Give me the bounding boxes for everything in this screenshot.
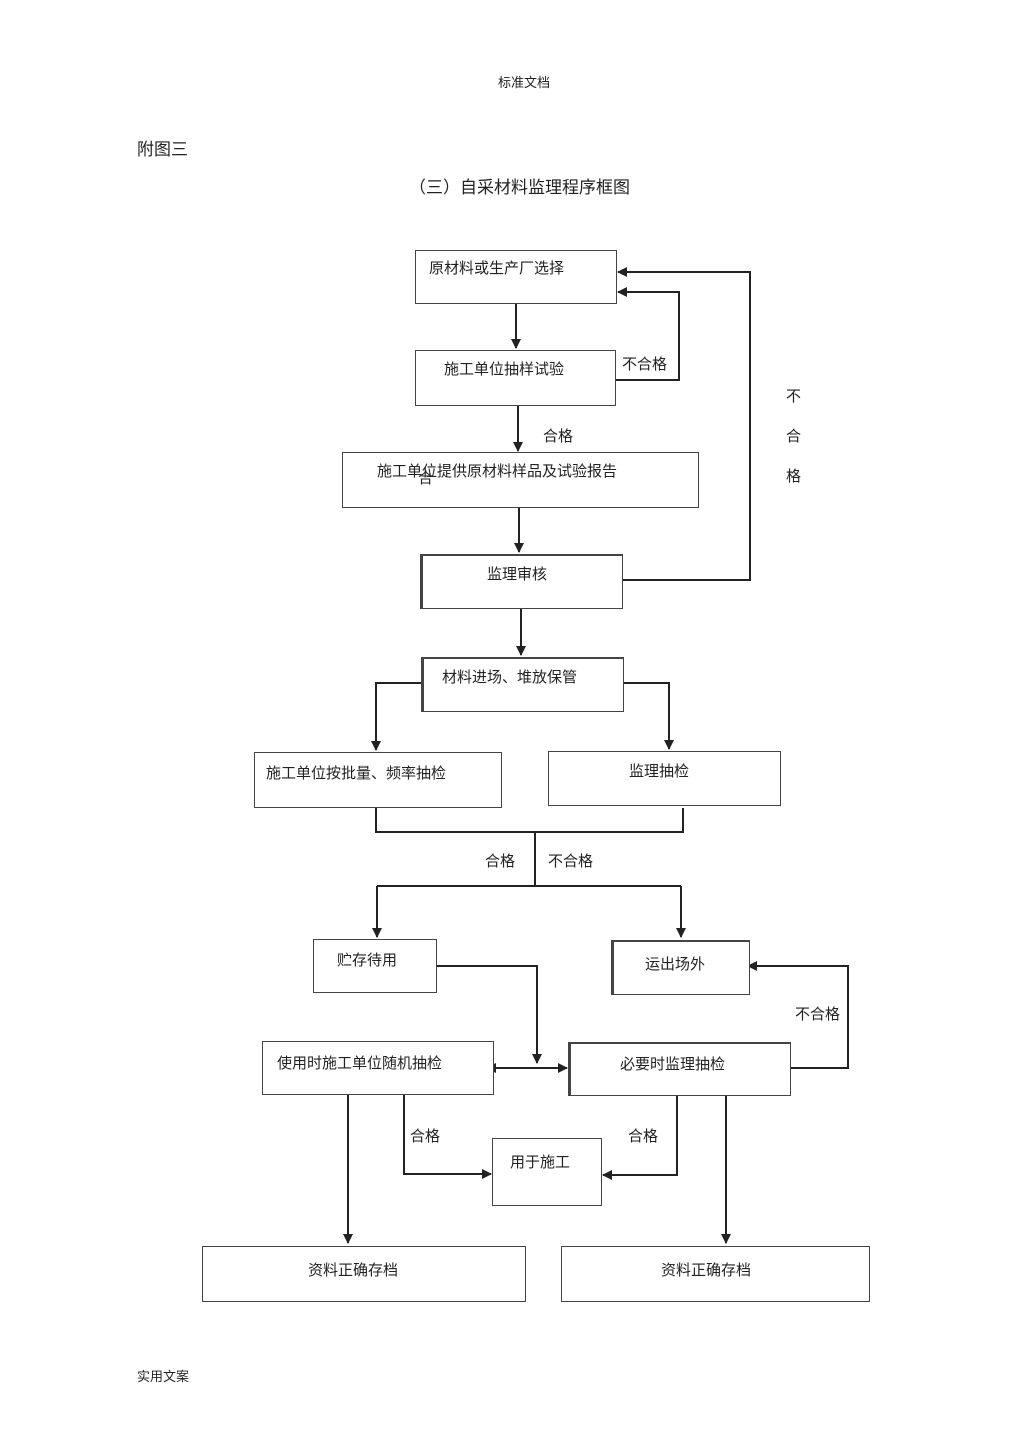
merge-bracket bbox=[375, 808, 684, 833]
box-provide-samples-overlap: 合 bbox=[418, 469, 434, 487]
box-random-check-in-use: 使用时施工单位随机抽检 bbox=[262, 1041, 494, 1095]
label-qualified-right: 合格 bbox=[628, 1127, 659, 1145]
page-footer: 实用文案 bbox=[137, 1370, 190, 1385]
box-provide-samples: 施工单位提供原材料样品及试验报告 合 bbox=[342, 452, 699, 508]
box-remove-offsite-label: 运出场外 bbox=[645, 955, 706, 973]
box-entry-storage: 材料进场、堆放保管 bbox=[421, 657, 624, 712]
label-unqualified-review-2: 合 bbox=[786, 427, 802, 445]
box-supervision-spot-check-label: 监理抽检 bbox=[629, 762, 690, 780]
box-select-label: 原材料或生产厂选择 bbox=[429, 259, 565, 277]
box-supervision-review: 监理审核 bbox=[420, 554, 623, 609]
figure-label: 附图三 bbox=[137, 140, 188, 160]
box-select: 原材料或生产厂选择 bbox=[415, 250, 617, 304]
arrow-entry-to-batch bbox=[371, 682, 424, 751]
box-remove-offsite: 运出场外 bbox=[611, 940, 750, 995]
loop-test-unqualified bbox=[616, 287, 680, 381]
box-necessary-supervision-check-label: 必要时监理抽检 bbox=[620, 1055, 726, 1073]
arrow-necessary-to-use bbox=[602, 1095, 678, 1180]
label-unqualified-review-3: 格 bbox=[786, 467, 802, 485]
loop-review-unqualified bbox=[617, 267, 751, 581]
box-store-for-use-label: 贮存待用 bbox=[337, 951, 398, 969]
box-supervision-review-label: 监理审核 bbox=[487, 565, 548, 583]
label-qualified-left: 合格 bbox=[410, 1127, 441, 1145]
label-unqualified-test: 不合格 bbox=[622, 355, 668, 373]
box-provide-samples-label: 施工单位提供原材料样品及试验报告 bbox=[377, 462, 618, 480]
box-sample-test: 施工单位抽样试验 bbox=[415, 350, 616, 406]
page-header: 标准文档 bbox=[498, 76, 551, 91]
arrow-entry-to-spotcheck bbox=[622, 682, 674, 750]
box-store-for-use: 贮存待用 bbox=[313, 939, 437, 993]
label-qualified-split: 合格 bbox=[485, 852, 516, 870]
box-batch-inspection: 施工单位按批量、频率抽检 bbox=[254, 752, 502, 808]
box-supervision-spot-check: 监理抽检 bbox=[548, 751, 781, 806]
label-unqualified-split: 不合格 bbox=[548, 852, 594, 870]
box-archive-left: 资料正确存档 bbox=[202, 1246, 526, 1302]
arrow-random-to-use bbox=[403, 1095, 492, 1179]
label-qualified-test: 合格 bbox=[543, 427, 574, 445]
box-archive-right-label: 资料正确存档 bbox=[661, 1261, 752, 1279]
box-used-in-construction-label: 用于施工 bbox=[510, 1153, 571, 1171]
box-archive-right: 资料正确存档 bbox=[561, 1246, 870, 1302]
arrow-store-to-checks bbox=[437, 965, 542, 1064]
box-entry-storage-label: 材料进场、堆放保管 bbox=[442, 668, 578, 686]
diagram-title: （三）自采材料监理程序框图 bbox=[409, 178, 630, 198]
box-archive-left-label: 资料正确存档 bbox=[308, 1261, 399, 1279]
label-unqualified-necessary: 不合格 bbox=[795, 1005, 841, 1023]
box-batch-inspection-label: 施工单位按批量、频率抽检 bbox=[266, 764, 447, 782]
label-unqualified-review-1: 不 bbox=[786, 387, 802, 405]
box-used-in-construction: 用于施工 bbox=[492, 1138, 602, 1206]
box-random-check-in-use-label: 使用时施工单位随机抽检 bbox=[277, 1054, 443, 1072]
box-necessary-supervision-check: 必要时监理抽检 bbox=[568, 1042, 791, 1096]
loop-necessary-unqualified bbox=[747, 961, 849, 1069]
box-sample-test-label: 施工单位抽样试验 bbox=[444, 360, 565, 378]
